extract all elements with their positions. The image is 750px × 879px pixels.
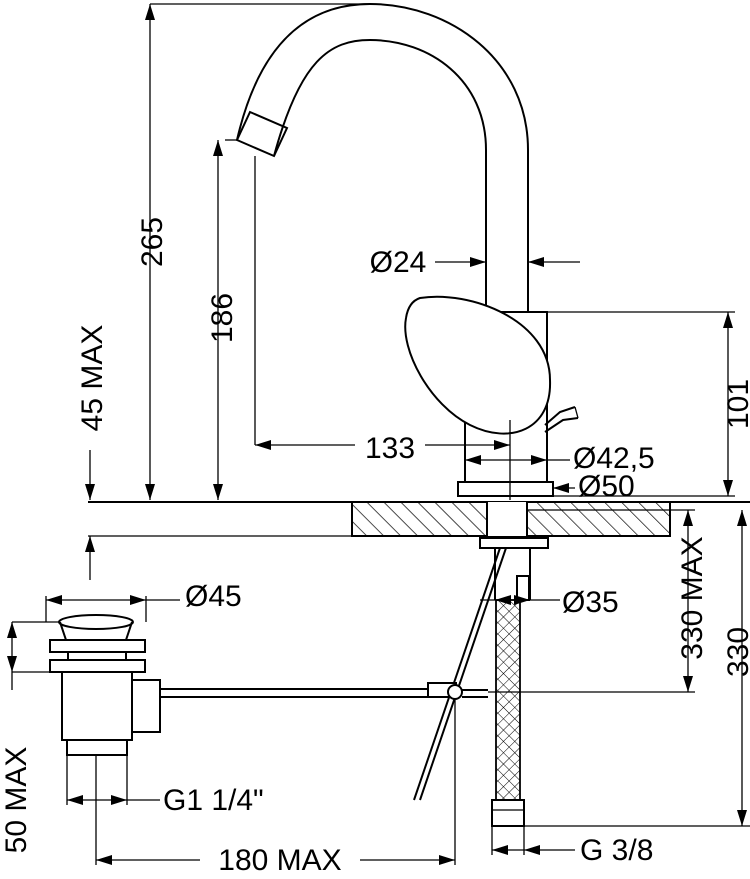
dim-hose-thread: G 3/8 [580,834,653,867]
waste-body [61,671,133,741]
dim-base-diameter: Ø50 [578,470,635,503]
dim-body-diameter: Ø42,5 [573,442,655,475]
dim-50-max: 50 MAX [0,747,33,854]
dimension-lines [7,3,750,865]
dim-waste-diameter: Ø45 [185,580,242,613]
spout-aerator [235,110,289,158]
dim-330: 330 [722,627,750,677]
dim-waste-thread: G1 1/4" [163,784,264,817]
dim-330-max: 330 MAX [676,536,709,659]
dim-133: 133 [365,432,415,465]
lift-rod-knob [544,406,579,433]
pop-up-waste [49,614,488,756]
dimension-labels: 265 186 45 MAX 101 133 Ø24 Ø42,5 Ø50 Ø35… [0,217,750,877]
lift-rod [413,547,507,801]
faucet [225,2,579,497]
dim-45-max: 45 MAX [76,325,109,432]
lever-handle [404,295,552,435]
supply-hose [491,599,525,827]
faucet-base [457,481,554,497]
deck [88,501,750,601]
dim-180-max: 180 MAX [218,844,341,877]
dim-hole-diameter: Ø35 [562,586,619,619]
dim-186: 186 [206,293,239,343]
dim-101: 101 [722,379,750,429]
spout [236,2,529,312]
dim-265: 265 [136,217,169,267]
dim-spout-diameter: Ø24 [370,246,427,279]
